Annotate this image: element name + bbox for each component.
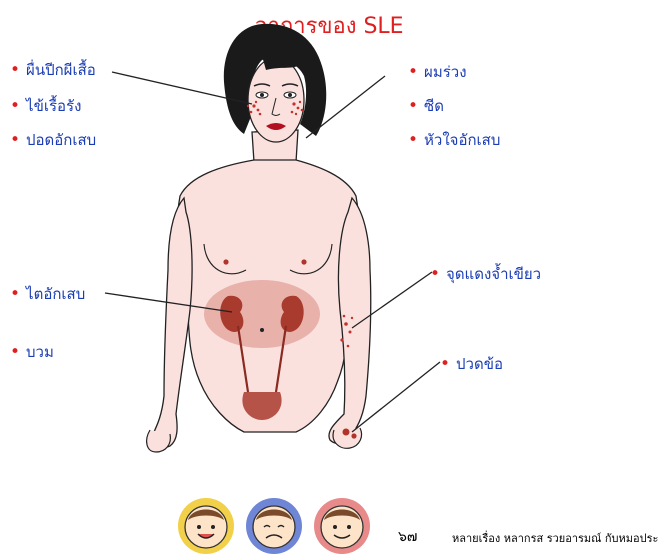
footer-faces	[176, 496, 376, 556]
label-carditis: •หัวใจอักเสบ	[408, 128, 500, 152]
happy-face-icon	[178, 498, 234, 554]
label-chronic-fever: •ไข้เรื้อรัง	[10, 94, 81, 118]
bullet-icon: •	[10, 342, 20, 362]
smile-face-icon	[314, 498, 370, 554]
label-joint-pain: •ปวดข้อ	[440, 352, 503, 376]
bullet-icon: •	[10, 96, 20, 116]
bullet-icon: •	[10, 284, 20, 304]
bullet-icon: •	[408, 96, 418, 116]
label-purpura: •จุดแดงจ้ำเขียว	[430, 262, 541, 286]
page-number: ๖๗	[398, 526, 417, 548]
bullet-icon: •	[10, 130, 20, 150]
bullet-icon: •	[10, 60, 20, 80]
label-butterfly-rash: •ผื่นปีกผีเสื้อ	[10, 58, 96, 82]
bullet-icon: •	[430, 264, 440, 284]
book-credit: หลายเรื่อง หลากรส รวยอารมณ์ กับหมอประเสร…	[452, 529, 658, 547]
bullet-icon: •	[440, 354, 450, 374]
label-pneumonitis: •ปอดอักเสบ	[10, 128, 96, 152]
bullet-icon: •	[408, 62, 418, 82]
label-anemia: •ซีด	[408, 94, 444, 118]
left-arm	[152, 198, 192, 448]
label-nephritis: •ไตอักเสบ	[10, 282, 85, 306]
label-hair-loss: •ผมร่วง	[408, 60, 467, 84]
sad-face-icon	[246, 498, 302, 554]
label-edema: •บวม	[10, 340, 54, 364]
bullet-icon: •	[408, 130, 418, 150]
